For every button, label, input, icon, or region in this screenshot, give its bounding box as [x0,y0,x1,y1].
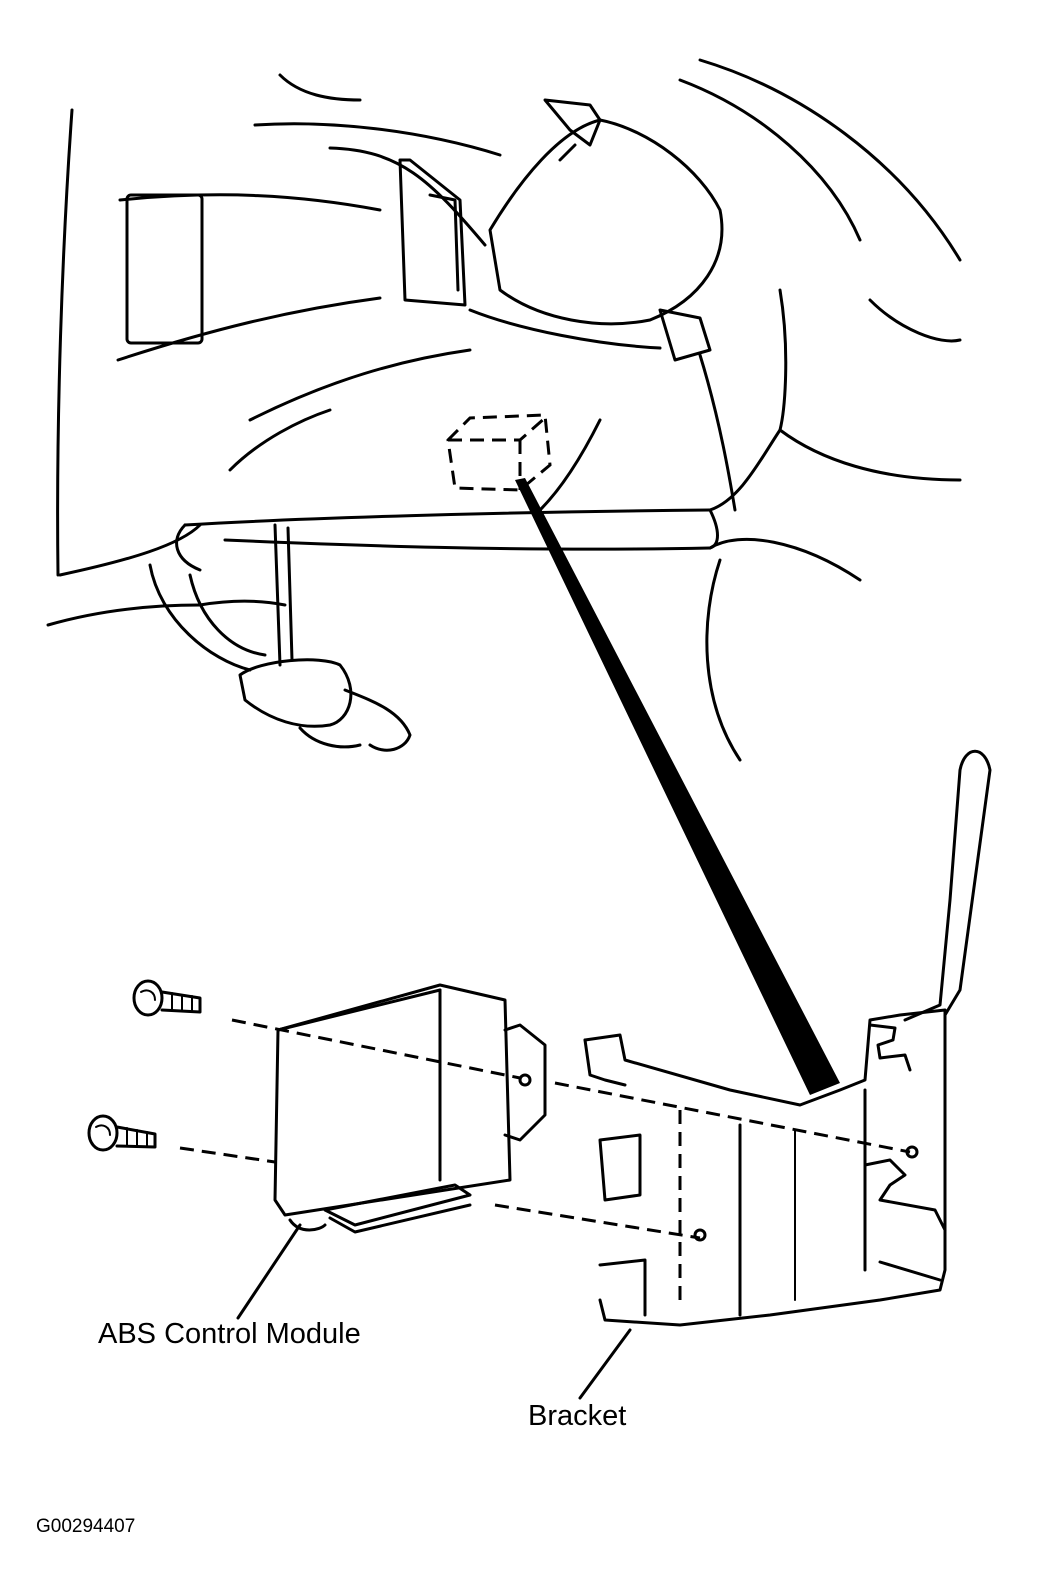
bracket-label: Bracket [528,1400,627,1432]
bracket-leader [578,1328,632,1400]
location-pointer [515,478,840,1095]
screw-lower [87,1114,157,1152]
dash-vent [125,193,204,345]
figure-code: G00294407 [36,1516,136,1537]
abs-module-leader [236,1223,302,1320]
abs-control-module-label: ABS Control Module [98,1318,361,1350]
screw-upper [132,979,202,1017]
abs-control-module [273,983,547,1234]
bracket [583,749,992,1327]
brake-pedal [46,523,412,752]
dashboard-illustration [46,58,962,762]
steering-column [488,118,724,326]
module-location-marker [446,413,552,492]
